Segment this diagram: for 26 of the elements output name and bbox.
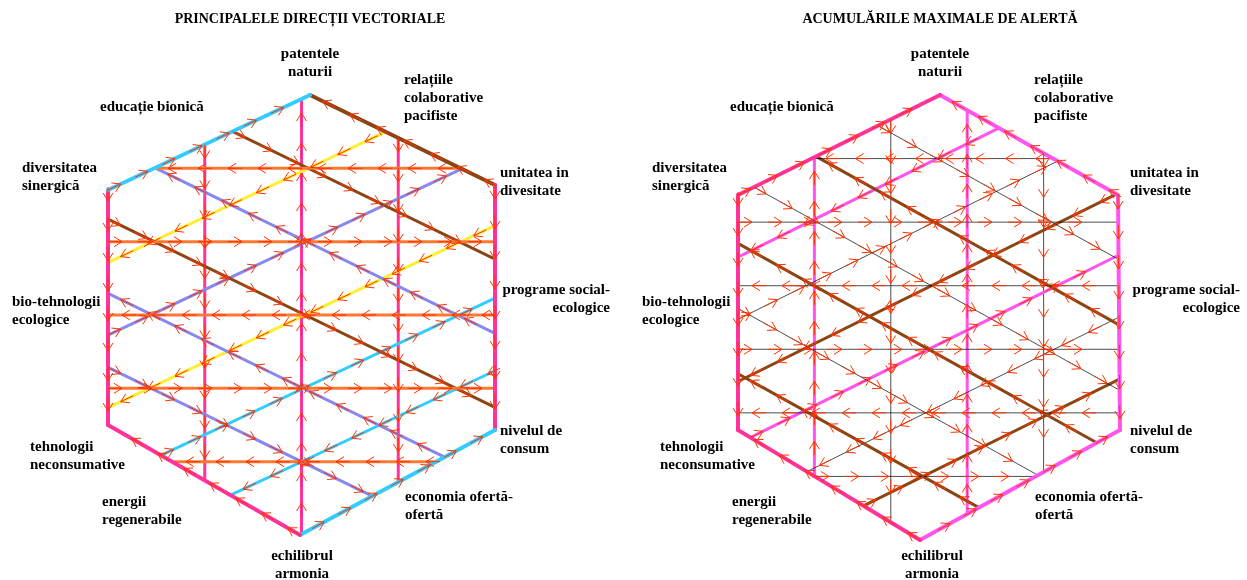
direction-label: unitatea in divesitate	[1130, 163, 1200, 199]
direction-label: relațiile colaborative pacifiste	[1034, 70, 1115, 124]
direction-label: educație bionică	[730, 97, 835, 115]
direction-label: economia ofertă-ofertă	[405, 487, 514, 523]
direction-label: echilibrul armonia	[270, 546, 334, 580]
direction-label: programe social-ecologice	[501, 280, 610, 316]
direction-label: programe social-ecologice	[1131, 280, 1240, 316]
direction-label: diversitatea sinergică	[22, 158, 98, 194]
direction-label: energii regenerabile	[102, 492, 183, 528]
direction-label: nivelul de consum	[500, 421, 564, 457]
direction-label: economia ofertă-ofertă	[1035, 487, 1144, 523]
direction-label: unitatea in divesitate	[500, 163, 570, 199]
direction-label: diversitatea sinergică	[652, 158, 728, 194]
direction-label: energii regenerabile	[732, 492, 813, 528]
direction-label: tehnologii neconsumative	[660, 437, 756, 473]
direction-label: bio-tehnologii ecologice	[12, 292, 102, 328]
direction-label: relațiile colaborative pacifiste	[404, 70, 485, 124]
panel-title: ACUMULĂRILE MAXIMALE DE ALERTĂ	[801, 10, 1079, 28]
direction-label: nivelul de consum	[1130, 421, 1194, 457]
direction-label: patentele naturii	[279, 44, 341, 80]
direction-label: patentele naturii	[909, 44, 971, 80]
direction-label: tehnologii neconsumative	[30, 437, 126, 473]
direction-label: echilibrul armonia	[900, 546, 964, 580]
panel-title: PRINCIPALELE DIRECȚII VECTORIALE	[173, 10, 447, 28]
direction-label: educație bionică	[100, 97, 205, 115]
direction-label: bio-tehnologii ecologice	[642, 292, 732, 328]
